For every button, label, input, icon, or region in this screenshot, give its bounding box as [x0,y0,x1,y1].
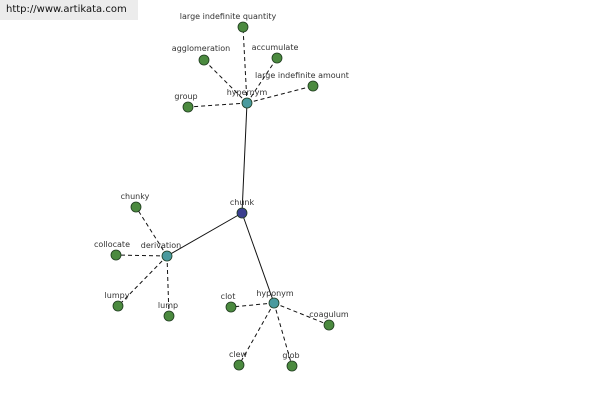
leaf-label-glob: glob [282,351,299,360]
edge-chunk-hypernym [241,102,248,214]
leaf-label-large-indefinite-amount: large indefinite amount [255,71,349,80]
edge-hypernym-large-indefinite-quantity [242,26,248,104]
edge-chunk-derivation [166,212,243,257]
category-node-derivation[interactable] [161,250,173,262]
leaf-node-large-indefinite-amount[interactable] [307,80,319,92]
leaf-node-large-indefinite-quantity[interactable] [237,21,249,33]
leaf-node-agglomeration[interactable] [198,54,210,66]
edge-hyponym-clew [238,302,275,366]
edge-hyponym-coagulum [273,302,330,326]
category-node-hyponym[interactable] [268,297,280,309]
category-node-hypernym[interactable] [241,97,253,109]
leaf-node-collocate[interactable] [110,249,122,261]
leaf-label-accumulate: accumulate [252,43,299,52]
root-label-chunk: chunk [230,198,255,207]
category-label-derivation: derivation [141,241,181,250]
leaf-node-clot[interactable] [225,301,237,313]
leaf-label-clot: clot [221,292,236,301]
category-label-hyponym: hyponym [256,289,294,298]
leaf-label-lump: lump [158,301,178,310]
graph-nodes [110,21,335,372]
leaf-label-coagulum: coagulum [309,310,349,319]
leaf-node-lumpy[interactable] [112,300,124,312]
edge-hyponym-glob [273,302,293,367]
leaf-node-lump[interactable] [163,310,175,322]
edge-derivation-lump [166,255,170,317]
edge-chunk-hyponym [241,212,275,304]
leaf-node-coagulum[interactable] [323,319,335,331]
edge-hyponym-clot [230,302,275,308]
root-node-chunk[interactable] [236,207,248,219]
leaf-label-chunky: chunky [121,192,150,201]
edge-hypernym-accumulate [246,57,278,104]
category-label-hypernym: hypernym [227,88,268,97]
graph-labels: large indefinite quantity agglomeration ac… [94,12,349,360]
edge-derivation-chunky [135,206,168,257]
graph-edges [115,26,330,367]
leaf-node-group[interactable] [182,101,194,113]
leaf-label-clew: clew [229,350,248,359]
edge-hypernym-agglomeration [203,59,248,104]
leaf-node-chunky[interactable] [130,201,142,213]
leaf-label-agglomeration: agglomeration [172,44,230,53]
edge-hypernym-group [187,102,248,108]
leaf-node-clew[interactable] [233,359,245,371]
leaf-label-lumpy: lumpy [105,291,130,300]
leaf-label-large-indefinite-quantity: large indefinite quantity [180,12,277,21]
edge-derivation-collocate [115,254,168,257]
leaf-node-glob[interactable] [286,360,298,372]
leaf-label-group: group [174,92,197,101]
leaf-node-accumulate[interactable] [271,52,283,64]
edge-hypernym-large-indefinite-amount [246,85,314,104]
leaf-label-collocate: collocate [94,240,130,249]
edge-derivation-lumpy [117,255,168,307]
source-url-badge[interactable]: http://www.artikata.com [0,0,138,20]
